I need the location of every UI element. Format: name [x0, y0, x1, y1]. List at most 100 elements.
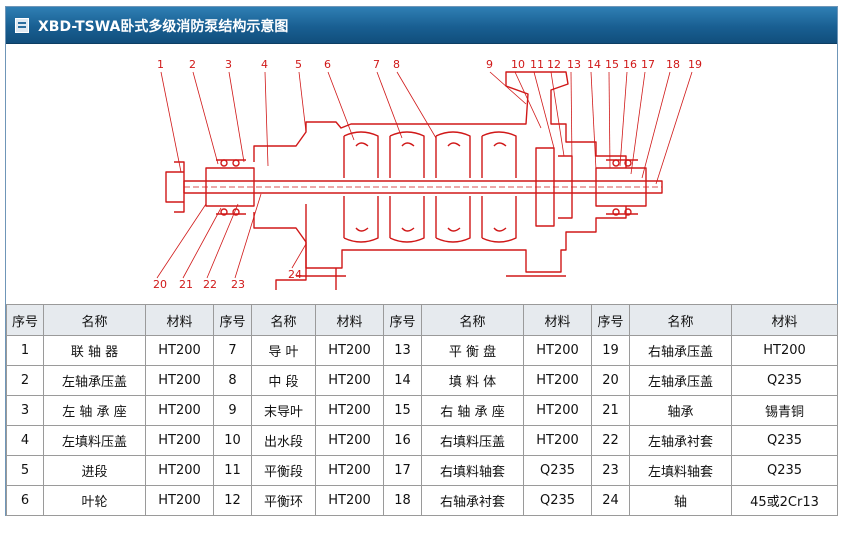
table-cell: HT200 — [315, 365, 384, 396]
col-header-seq: 序号 — [213, 304, 252, 336]
callout-leader-line — [533, 71, 555, 149]
table-cell: 平衡段 — [251, 455, 316, 486]
table-cell: HT200 — [145, 425, 214, 456]
callout-number: 22 — [203, 278, 217, 291]
callout-leader-line — [291, 243, 307, 269]
callout-leader-line — [608, 71, 611, 169]
table-cell: 进段 — [43, 455, 146, 486]
callout-leader-line — [192, 71, 219, 165]
parts-table: 序号 名称 材料 序号 名称 材料 序号 名称 材料 序号 名称 材料 1 联 … — [6, 304, 838, 516]
callout-leader-line — [228, 71, 245, 163]
callout-number: 12 — [547, 58, 561, 71]
table-cell: Q235 — [731, 365, 838, 396]
table-cell: 出水段 — [251, 425, 316, 456]
col-header-material: 材料 — [731, 304, 838, 336]
callout-number: 11 — [530, 58, 544, 71]
table-cell: 6 — [6, 485, 44, 516]
callout-leader-line — [570, 71, 573, 163]
callout-leader-line — [264, 71, 269, 167]
col-header-name: 名称 — [421, 304, 524, 336]
table-cell: 15 — [383, 395, 422, 426]
col-header-name: 名称 — [251, 304, 316, 336]
table-cell: 20 — [591, 365, 630, 396]
table-header-row: 序号 名称 材料 序号 名称 材料 序号 名称 材料 序号 名称 材料 — [6, 304, 838, 336]
table-cell: 8 — [213, 365, 252, 396]
callout-number: 14 — [587, 58, 601, 71]
table-cell: HT200 — [523, 395, 592, 426]
col-header-material: 材料 — [145, 304, 214, 336]
callout-number: 20 — [153, 278, 167, 291]
callout-number: 4 — [261, 58, 268, 71]
table-cell: 轴 — [629, 485, 732, 516]
table-cell: HT200 — [315, 395, 384, 426]
table-cell: 平 衡 盘 — [421, 335, 524, 366]
callout-number: 6 — [324, 58, 331, 71]
table-cell: 16 — [383, 425, 422, 456]
callout-leader-line — [514, 71, 542, 129]
col-header-seq: 序号 — [591, 304, 630, 336]
callout-leader-line — [182, 207, 222, 279]
callout-number: 7 — [373, 58, 380, 71]
col-header-seq: 序号 — [383, 304, 422, 336]
table-cell: 19 — [591, 335, 630, 366]
casing-outline — [253, 71, 627, 168]
table-row: 5 进段 HT200 11 平衡段 HT200 17 右填料轴套 Q235 23… — [6, 455, 838, 486]
table-cell: 中 段 — [251, 365, 316, 396]
table-cell: 45或2Cr13 — [731, 485, 838, 516]
callout-leader-line — [206, 203, 239, 279]
callout-leader-line — [160, 71, 182, 173]
col-header-name: 名称 — [43, 304, 146, 336]
table-cell: 右填料轴套 — [421, 455, 524, 486]
table-cell: HT200 — [145, 395, 214, 426]
col-header-material: 材料 — [523, 304, 592, 336]
table-cell: 左轴承压盖 — [43, 365, 146, 396]
table-cell: 导 叶 — [251, 335, 316, 366]
table-cell: 右轴承衬套 — [421, 485, 524, 516]
table-cell: 联 轴 器 — [43, 335, 146, 366]
table-cell: Q235 — [731, 455, 838, 486]
callout-number: 19 — [688, 58, 702, 71]
callout-number: 5 — [295, 58, 302, 71]
callout-leader-line — [156, 203, 207, 279]
callout-leader-line — [489, 71, 527, 105]
col-header-name: 名称 — [629, 304, 732, 336]
table-cell: 平衡环 — [251, 485, 316, 516]
callout-leader-line — [234, 193, 262, 279]
table-cell: 轴承 — [629, 395, 732, 426]
table-cell: 17 — [383, 455, 422, 486]
table-cell: HT200 — [315, 335, 384, 366]
callout-number: 15 — [605, 58, 619, 71]
suction-inlet — [275, 204, 337, 290]
table-row: 3 左 轴 承 座 HT200 9 末导叶 HT200 15 右 轴 承 座 H… — [6, 395, 838, 426]
callout-number: 1 — [157, 58, 164, 71]
table-cell: HT200 — [523, 365, 592, 396]
table-cell: 12 — [213, 485, 252, 516]
table-cell: 21 — [591, 395, 630, 426]
table-cell: 13 — [383, 335, 422, 366]
table-cell: 填 料 体 — [421, 365, 524, 396]
table-row: 1 联 轴 器 HT200 7 导 叶 HT200 13 平 衡 盘 HT200… — [6, 335, 838, 366]
table-cell: 右 轴 承 座 — [421, 395, 524, 426]
table-cell: 2 — [6, 365, 44, 396]
callout-leader-line — [298, 71, 307, 133]
table-cell: 左填料轴套 — [629, 455, 732, 486]
callout-number: 8 — [393, 58, 400, 71]
table-cell: HT200 — [145, 335, 214, 366]
callout-number: 13 — [567, 58, 581, 71]
table-cell: 24 — [591, 485, 630, 516]
table-cell: 左轴承衬套 — [629, 425, 732, 456]
table-cell: 左填料压盖 — [43, 425, 146, 456]
callout-number: 2 — [189, 58, 196, 71]
table-cell: 右轴承压盖 — [629, 335, 732, 366]
table-cell: HT200 — [315, 485, 384, 516]
casing-outline-lower — [253, 206, 627, 273]
table-cell: 11 — [213, 455, 252, 486]
table-cell: HT200 — [145, 455, 214, 486]
table-cell: 左轴承压盖 — [629, 365, 732, 396]
table-cell: 右填料压盖 — [421, 425, 524, 456]
table-cell: HT200 — [315, 425, 384, 456]
callout-number: 17 — [641, 58, 655, 71]
table-row: 2 左轴承压盖 HT200 8 中 段 HT200 14 填 料 体 HT200… — [6, 365, 838, 396]
